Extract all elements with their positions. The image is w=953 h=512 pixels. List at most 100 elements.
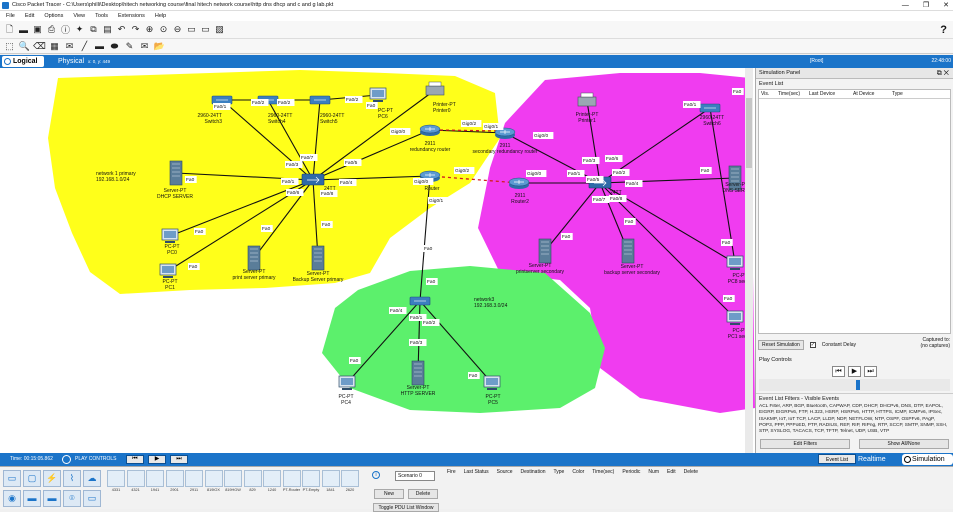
resize-icon[interactable]: ▦ (50, 40, 59, 51)
device-backupsec[interactable] (621, 238, 635, 264)
close-button[interactable]: ✕ (943, 2, 949, 9)
scroll-thumb[interactable] (746, 98, 752, 168)
undo-icon[interactable]: ↶ (117, 24, 126, 34)
event-col-2[interactable]: Last Device (809, 91, 836, 97)
category-end-devices-icon[interactable]: ▢ (23, 470, 41, 487)
menu-tools[interactable]: Tools (95, 13, 108, 19)
step-back-button[interactable]: ⏮ (832, 366, 845, 377)
zoom-out-icon[interactable]: ⊖ (173, 24, 182, 34)
link-sw_g-pc5[interactable] (419, 300, 493, 384)
link-router1-sw_g[interactable] (419, 175, 431, 302)
device-pc5[interactable] (483, 375, 501, 390)
info-icon[interactable]: ⓘ (60, 25, 70, 35)
save-icon[interactable]: ▣ (33, 24, 42, 34)
event-col-3[interactable]: At Device (853, 91, 875, 97)
menu-options[interactable]: Options (44, 13, 64, 19)
category-components-icon[interactable]: ⚡ (43, 470, 61, 487)
link-printer1-msw2[interactable] (586, 100, 601, 184)
menu-extensions[interactable]: Extensions (118, 13, 145, 19)
redo-icon[interactable]: ↷ (131, 24, 140, 34)
device-model-11[interactable] (321, 470, 340, 487)
link-red-router-dashed[interactable] (439, 129, 499, 132)
device-print_srv[interactable] (247, 245, 261, 271)
device-pc8[interactable] (726, 255, 744, 270)
ellipse-icon[interactable]: ⬬ (110, 40, 119, 51)
device-model-5[interactable] (204, 470, 223, 487)
tab-physical[interactable]: Physical (58, 58, 85, 65)
edit-filters-button[interactable]: Edit Filters (760, 439, 851, 449)
viewport-icon[interactable]: ▨ (215, 24, 224, 34)
scenario-select[interactable]: Scenario 0 (395, 471, 435, 481)
device-model-6[interactable] (224, 470, 242, 487)
minimize-button[interactable]: — (901, 2, 909, 9)
open-folder-icon[interactable]: ▬ (19, 24, 28, 35)
link-sw6-pc8[interactable] (709, 107, 736, 264)
device-pc6[interactable] (369, 87, 387, 102)
inspect-icon[interactable]: 🔍 (18, 40, 31, 51)
select-icon[interactable]: ⬚ (5, 40, 14, 51)
event-col-1[interactable]: Time(sec) (778, 91, 801, 97)
category-security-icon[interactable]: ▭ (83, 490, 101, 507)
delete-scenario-button[interactable]: Delete (408, 489, 438, 499)
device-model-12[interactable] (341, 470, 359, 487)
link-router1-router2[interactable] (429, 175, 520, 184)
device-dhcp[interactable] (169, 160, 183, 186)
device-sw5[interactable] (309, 95, 331, 105)
device-red_router[interactable] (419, 124, 441, 136)
category-misc-icon[interactable]: ☁ (83, 470, 101, 487)
bar-forward-button[interactable]: ⏭ (170, 455, 188, 464)
note-icon[interactable]: ✉ (65, 40, 74, 51)
zoom-reset-icon[interactable]: ⊙ (159, 24, 168, 34)
link-printsec-msw2[interactable] (544, 182, 601, 252)
line-icon[interactable]: ╱ (81, 40, 88, 51)
link-backup_srv-msw1[interactable] (312, 179, 319, 259)
realtime-mode-button[interactable]: Realtime (858, 456, 886, 463)
bar-play-button[interactable]: ▶ (148, 455, 166, 464)
device-model-7[interactable] (243, 470, 262, 487)
device-model-3[interactable] (165, 470, 184, 487)
device-model-2[interactable] (146, 470, 164, 487)
workspace-scrollbar[interactable] (745, 68, 753, 453)
link-sw_g-pc4[interactable] (346, 300, 421, 384)
device-printer0[interactable] (425, 81, 445, 96)
root-button[interactable]: [Root] (810, 58, 824, 64)
category-wireless-icon[interactable]: ⌾ (63, 490, 81, 507)
menu-file[interactable]: File (6, 13, 15, 19)
device-model-4[interactable] (185, 470, 203, 487)
step-forward-button[interactable]: ⏭ (864, 366, 877, 377)
event-col-0[interactable]: Vis. (761, 91, 770, 97)
add-simple-pdu-icon[interactable]: ✉ (140, 40, 149, 51)
play-button[interactable]: ▶ (848, 366, 861, 377)
play-speed-slider[interactable] (759, 379, 950, 391)
device-sw6[interactable] (699, 103, 721, 113)
device-model-8[interactable] (263, 470, 281, 487)
print-icon[interactable]: ⎙ (47, 24, 56, 34)
device-pc1[interactable] (159, 263, 177, 278)
event-col-4[interactable]: Type (892, 91, 903, 97)
add-complex-pdu-icon[interactable]: 📂 (153, 40, 166, 51)
panel-undock-icon[interactable]: ⧉ ✕ (936, 70, 949, 77)
zoom-in-icon[interactable]: ⊕ (145, 24, 154, 34)
category-routers-icon[interactable]: ◉ (3, 490, 21, 507)
link-sw5-msw1[interactable] (312, 99, 321, 181)
info-icon[interactable]: i (372, 471, 380, 479)
event-list-toggle[interactable]: Event List (818, 454, 856, 464)
rectangle-icon[interactable]: ▬ (95, 41, 104, 51)
new-file-icon[interactable]: 🗋 (5, 23, 14, 34)
copy-icon[interactable]: ⧉ (90, 24, 97, 34)
device-pc0[interactable] (161, 228, 179, 243)
category-connections-icon[interactable]: ⌇ (63, 470, 81, 487)
maximize-button[interactable]: ❐ (922, 2, 930, 9)
power-cycle-icon[interactable] (62, 455, 71, 464)
device-router2[interactable] (508, 177, 530, 189)
link-printer0-msw1[interactable] (312, 89, 436, 181)
freeform-icon[interactable]: ✎ (125, 40, 134, 51)
device-pc1sec[interactable] (726, 310, 744, 325)
help-icon[interactable]: ? (940, 24, 947, 36)
menu-help[interactable]: Help (154, 13, 167, 19)
event-list-table[interactable]: Vis. Time(sec) Last Device At Device Type (758, 89, 951, 334)
show-all-none-button[interactable]: Show All/None (858, 439, 949, 449)
slider-knob[interactable] (856, 380, 860, 390)
constant-delay-checkbox[interactable]: ✓ (809, 342, 816, 348)
category-hubs-icon[interactable]: ▬ (43, 490, 61, 507)
